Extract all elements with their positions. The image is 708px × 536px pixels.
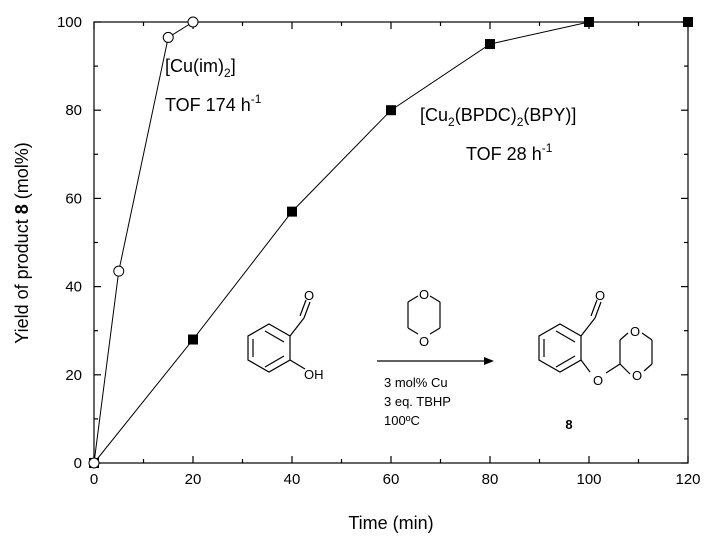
- reaction-scheme: OH O O O 3 mol% Cu 3 eq. TBHP 100ºC: [247, 287, 653, 432]
- annotation-cu-bpdc-label: [Cu2(BPDC)2(BPY)]: [420, 105, 576, 129]
- data-point-square: [287, 206, 297, 217]
- annotation-cu-im-tof: TOF 174 h-1: [165, 92, 262, 115]
- product-structure: [538, 299, 653, 375]
- series-layer: [88, 16, 693, 469]
- reactant-o-label: O: [304, 288, 314, 303]
- x-tick-label: 120: [675, 471, 700, 488]
- x-tick-label: 80: [482, 471, 499, 488]
- reaction-arrowhead: [484, 357, 494, 365]
- y-tick-label: 20: [65, 367, 82, 384]
- dioxane-o-top: O: [419, 287, 429, 302]
- y-axis-title: Yield of product 8 (mol%): [12, 142, 32, 343]
- data-point-circle: [162, 31, 174, 43]
- reactant-salicylaldehyde-structure: [247, 299, 311, 373]
- data-point-circle: [187, 16, 199, 28]
- y-tick-label: 100: [57, 14, 82, 31]
- x-tick-label: 40: [284, 471, 301, 488]
- x-axis-title: Time (min): [348, 513, 433, 533]
- condition-temperature: 100ºC: [384, 413, 420, 428]
- series-line-open-circle: [93, 21, 194, 464]
- dioxane-reagent-structure: [407, 295, 441, 335]
- dioxane-o-bottom: O: [419, 334, 429, 349]
- reactant-oh-label: OH: [304, 367, 324, 382]
- x-tick-label: 100: [576, 471, 601, 488]
- product-o-ether: O: [593, 373, 603, 388]
- product-o-ring-bottom: O: [632, 368, 642, 383]
- y-tick-label: 40: [65, 279, 82, 296]
- condition-catalyst: 3 mol% Cu: [384, 375, 448, 390]
- data-point-circle: [88, 457, 100, 469]
- y-tick-label: 0: [74, 455, 82, 472]
- product-o-carbonyl: O: [595, 288, 605, 303]
- annotation-cu-im-label: [Cu(im)2]: [165, 56, 236, 80]
- product-number-label: 8: [565, 417, 572, 432]
- x-tick-label: 60: [383, 471, 400, 488]
- data-point-square: [386, 105, 396, 116]
- condition-oxidant: 3 eq. TBHP: [384, 394, 451, 409]
- x-tick-label: 0: [90, 471, 98, 488]
- product-o-ring-top: O: [630, 324, 640, 339]
- data-point-square: [485, 39, 495, 50]
- data-point-square: [683, 17, 693, 27]
- data-point-circle: [113, 265, 125, 277]
- data-point-square: [188, 334, 198, 345]
- y-tick-label: 80: [65, 102, 82, 119]
- annotation-cu-bpdc-tof: TOF 28 h-1: [466, 141, 553, 164]
- data-point-square: [584, 17, 594, 27]
- x-tick-label: 20: [185, 471, 202, 488]
- y-tick-label: 60: [65, 190, 82, 207]
- x-tick-labels: 0 20 40 60 80 100 120: [90, 471, 701, 488]
- y-tick-labels: 0 20 40 60 80 100: [57, 14, 82, 472]
